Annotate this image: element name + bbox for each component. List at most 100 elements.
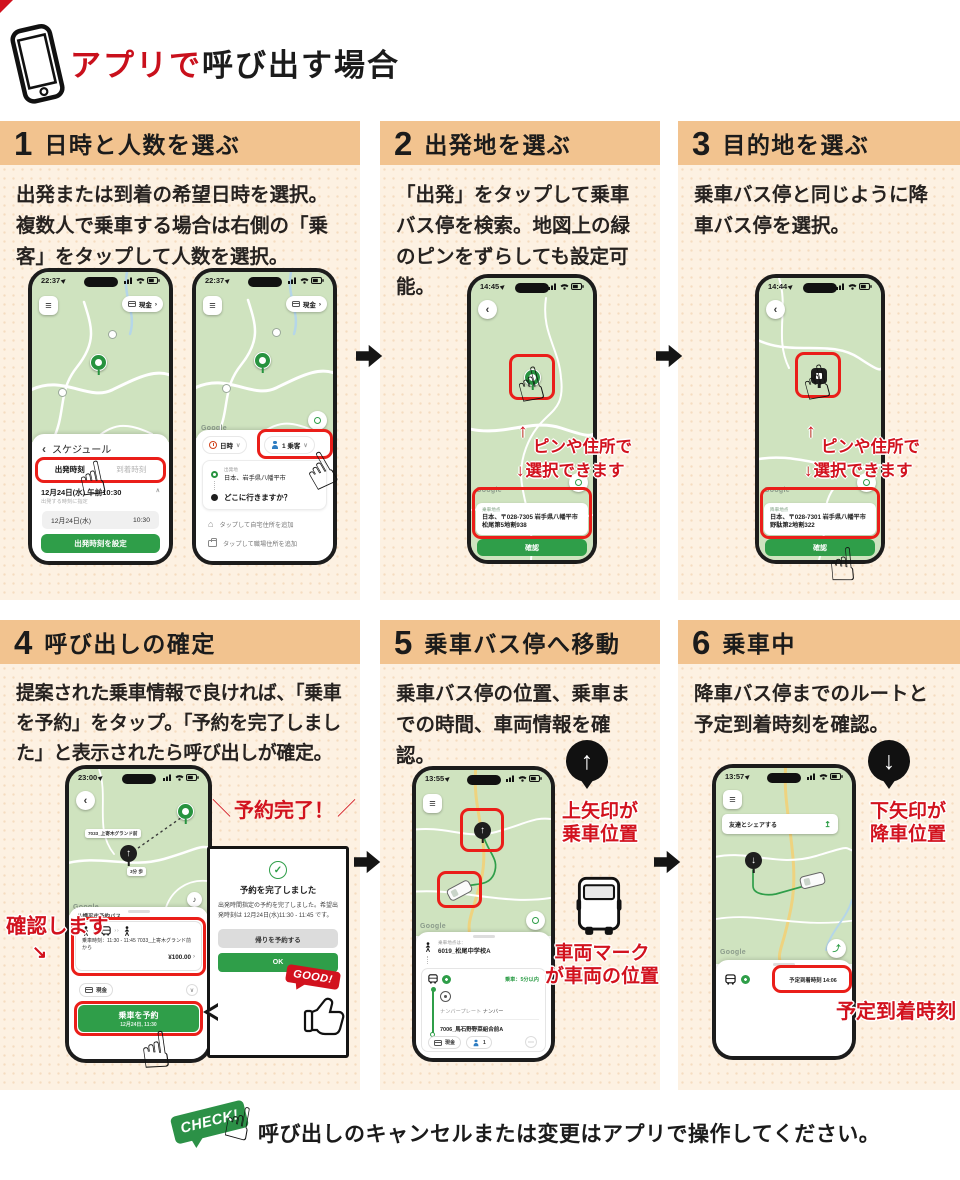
card-icon — [291, 301, 300, 307]
bus-icon — [428, 974, 438, 984]
tab-arrival-time[interactable]: 到着時刻 — [116, 465, 147, 474]
step-number: 6 — [692, 623, 711, 661]
ride-proposal-card[interactable]: ›› ›› 乗車時刻：11:30 - 11:45 7033_上寄木グランド前から… — [75, 921, 202, 971]
sheet-handle[interactable] — [127, 910, 150, 913]
more-button[interactable]: ⋯ — [525, 1036, 537, 1048]
status-icons — [548, 283, 584, 290]
back-button[interactable]: ‹ — [76, 791, 95, 810]
red-up-arrow-icon: ↑ — [518, 421, 528, 442]
map[interactable]: ≡ 現金 › Google — [196, 272, 333, 438]
payment-chip[interactable]: 現金 › — [121, 296, 163, 312]
menu-button[interactable]: ≡ — [723, 790, 742, 809]
plate-label: ナンバープレート — [440, 1009, 482, 1015]
passenger-chip[interactable]: 1 — [466, 1036, 492, 1049]
location-arrow-icon: ▶ — [97, 773, 105, 782]
phone-schedule-screen: ≡ 現金 › ‹ スケジュール 出発時刻 到着時刻 12月24日(水) 午前10… — [28, 268, 173, 565]
locate-button[interactable] — [308, 411, 327, 430]
destination-pin-icon — [177, 803, 194, 820]
battery-icon — [830, 773, 843, 780]
page-title-black: 呼び出す場合 — [202, 48, 400, 83]
step-number: 5 — [394, 623, 413, 661]
origin-pin-icon[interactable] — [90, 354, 107, 371]
route-connector — [427, 956, 428, 964]
destination-row[interactable]: どこに行きますか？ — [211, 492, 291, 503]
pickup-point-label: 乗車地点は： — [438, 940, 466, 945]
plate-value: ナンバー — [482, 1009, 504, 1015]
back-button[interactable]: ‹ — [766, 300, 785, 319]
payment-chip-label: 現金 — [445, 1040, 456, 1046]
set-departure-time-button[interactable]: 出発時刻を設定 — [41, 534, 160, 553]
signal-icon — [548, 283, 556, 290]
boarding-eta: 乗車：5分以内 — [504, 977, 539, 983]
step-card-2: 2 出発地を選ぶ 「出発」をタップして乗車バス停を検索。地図上の緑のピンをずらし… — [380, 121, 660, 600]
map[interactable]: ↑ ≡ Google — [416, 770, 551, 936]
payment-chip[interactable]: 現金 — [428, 1036, 462, 1049]
pickup-address-card[interactable]: 乗車地点 日本、〒028-7305 岩手県八幡平市松尾第5地割938 — [476, 502, 588, 535]
bus-icon — [725, 974, 736, 985]
route-connector — [214, 481, 215, 490]
back-icon[interactable]: ‹ — [42, 441, 46, 456]
dropoff-address-card[interactable]: 降車地点 日本、〒028-7301 岩手県八幡平市野駄第2地割322 — [764, 502, 876, 535]
sound-button[interactable]: ♪ — [187, 892, 202, 907]
chevron-down-icon: ∨ — [303, 442, 308, 449]
pickup-pin-icon[interactable] — [524, 369, 541, 386]
menu-button[interactable]: ≡ — [203, 296, 222, 315]
datetime-chip[interactable]: 日時 ∨ — [202, 436, 248, 454]
trip-sheet: 乗車地点は： 6019_松尾中学校A 乗車：5分以内 ナンバープレート ナンバー — [416, 932, 551, 1058]
route-icons: ›› ›› — [82, 925, 195, 936]
confirm-button[interactable]: 確認 — [765, 539, 875, 556]
vehicle-card[interactable]: 乗車：5分以内 ナンバープレート ナンバー 7006_馬石野野菜組合前A 現金 — [421, 968, 546, 1052]
expand-button[interactable]: ∨ — [186, 984, 198, 996]
navigate-button[interactable]: ⤴ — [827, 939, 846, 958]
wifi-icon — [300, 278, 309, 284]
signal-icon — [163, 774, 171, 781]
menu-button[interactable]: ≡ — [39, 296, 58, 315]
dropoff-pin-icon[interactable] — [811, 368, 827, 384]
locate-button[interactable] — [526, 911, 545, 930]
proposal-sheet: 八幡平市予約バス ›› ›› 乗車時刻：11:30 - 11:45 7033_上… — [69, 907, 208, 1059]
add-work-row[interactable]: タップして職場住所を追加 — [208, 538, 297, 548]
map[interactable]: ↓ ≡ 友達とシェアする ↥ Google ⤴ — [716, 768, 852, 964]
destination-prompt: どこに行きますか？ — [224, 493, 292, 502]
step-title: 出発地を選ぶ — [424, 132, 572, 158]
locate-icon — [532, 917, 539, 924]
tab-departure-time[interactable]: 出発時刻 — [54, 465, 85, 474]
origin-pin-icon[interactable] — [254, 352, 271, 369]
home-icon: ⌂ — [208, 519, 214, 529]
payment-chip[interactable]: 現金 › — [285, 296, 327, 312]
dropoff-point-label: 降車地点 — [770, 506, 789, 512]
passenger-chip[interactable]: 1 乗客 ∨ — [264, 436, 315, 454]
selected-datetime[interactable]: 12月24日(水) 午前10:30 ∧ — [41, 487, 160, 498]
flow-arrow-icon — [356, 344, 383, 368]
route-dots: ›› — [114, 928, 120, 934]
status-icons — [807, 773, 843, 780]
map[interactable]: ≡ 現金 › — [32, 272, 169, 442]
reserve-return-button[interactable]: 帰りを予約する — [218, 929, 338, 949]
payment-chip[interactable]: 現金 — [79, 983, 114, 997]
origin-dot-icon — [211, 471, 218, 478]
battery-icon — [147, 277, 160, 284]
signal-icon — [807, 773, 815, 780]
pickup-point-row: 乗車地点は： 6019_松尾中学校A — [424, 940, 491, 955]
phone-notch — [515, 283, 549, 293]
back-button[interactable]: ‹ — [478, 300, 497, 319]
walker-icon — [124, 925, 129, 936]
dropoff-address: 日本、〒028-7301 岩手県八幡平市野駄第2地割322 — [770, 513, 866, 530]
datetime-picker-row[interactable]: 12月24日(水) 10:30 — [42, 511, 159, 529]
status-bar: 23:00▶ — [69, 773, 208, 782]
add-home-row[interactable]: ⌂ タップして自宅住所を追加 — [208, 519, 294, 530]
reserve-ride-button[interactable]: 乗車を予約 12月24日, 11:30 — [78, 1005, 199, 1032]
step-description: 提案された乗車情報で良ければ、「乗車を予約」をタップ。「予約を完了しました」と表… — [16, 683, 342, 765]
check-circle-icon: ✓ — [269, 861, 287, 879]
confirm-button[interactable]: 確認 — [477, 539, 587, 556]
share-bar[interactable]: 友達とシェアする ↥ — [722, 814, 838, 834]
map[interactable]: ‹ ↑ 7033_上寄木グランド前 3分 歩 ♪ Google — [69, 769, 208, 915]
menu-button[interactable]: ≡ — [423, 794, 442, 813]
status-time: 22:37▶ — [41, 276, 68, 285]
phone-notch — [767, 773, 801, 783]
stop-name-chip: 7033_上寄木グランド前 — [85, 829, 141, 838]
origin-row[interactable]: 出発地 日本、岩手県八幡平市 — [211, 467, 286, 482]
sheet-handle[interactable] — [773, 963, 795, 966]
status-time: 14:44▶ — [768, 282, 795, 291]
sheet-handle[interactable] — [472, 935, 495, 938]
